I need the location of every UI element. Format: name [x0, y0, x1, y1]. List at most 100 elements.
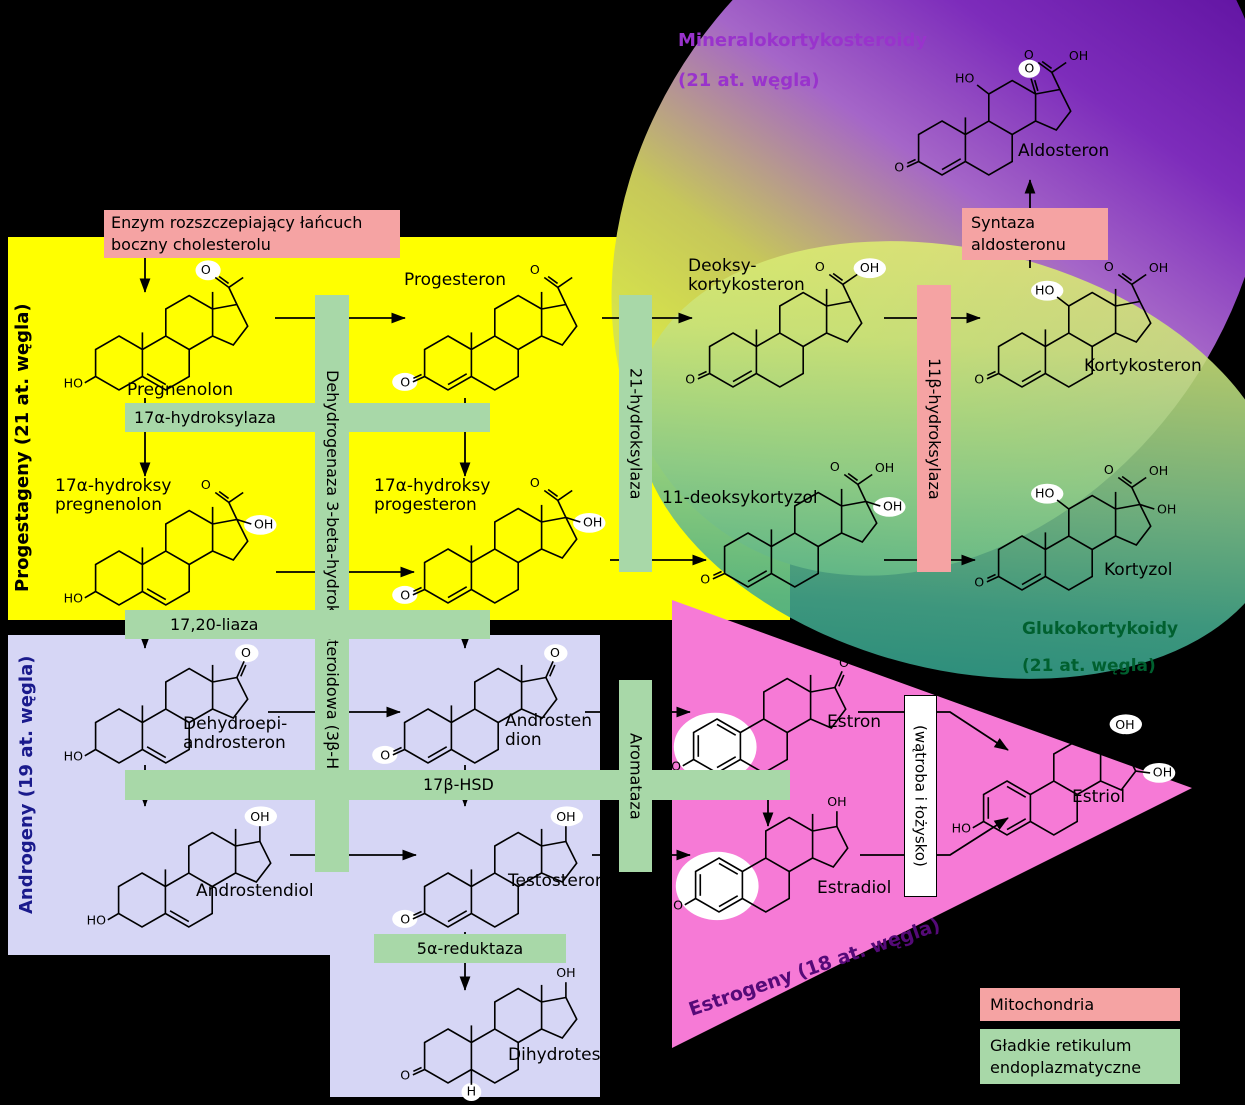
enzyme-label: 17β-HSD — [423, 775, 494, 794]
molecule-label-deoksykortykosteron: Deoksy- kortykosteron — [688, 257, 805, 295]
enzyme-17a-hydroxylase: 17α-hydroksylaza — [125, 403, 490, 432]
enzyme-aromatase: Aromataza — [619, 680, 652, 872]
molecule-label-kortyzol: Kortyzol — [1104, 560, 1173, 580]
molecule-label-aldosteron: Aldosteron — [1018, 141, 1110, 161]
svg-text:O: O — [974, 371, 984, 386]
structure-progesteron: OO — [392, 262, 578, 391]
svg-text:O: O — [400, 374, 410, 389]
svg-text:O: O — [1104, 462, 1114, 477]
svg-text:HO: HO — [955, 70, 974, 85]
svg-text:OH: OH — [556, 809, 575, 824]
region-label-mineralocorticoids-carbons: (21 at. węgla) — [678, 70, 820, 91]
svg-text:O: O — [530, 262, 540, 277]
svg-text:O: O — [400, 587, 410, 602]
molecule-label-pregnenolon: Pregnenolon — [127, 380, 234, 400]
svg-text:O: O — [700, 571, 710, 586]
structure-androstendion: OO — [372, 644, 568, 764]
label-line: Androsten — [505, 711, 592, 731]
svg-text:O: O — [400, 1067, 410, 1082]
enzyme-label: 21-hydroksylaza — [626, 367, 646, 500]
svg-text:O: O — [400, 911, 410, 926]
molecule-label-dhea: Dehydroepi- androsteron — [183, 715, 287, 753]
enzyme-aldosterone-synthase: Syntaza aldosteronu — [962, 208, 1108, 260]
svg-text:OH: OH — [875, 460, 894, 475]
label-line: Dehydroepi- — [183, 714, 288, 734]
molecule-label-estron: Estron — [827, 712, 882, 732]
enzyme-label: 11β-hydroksylaza — [925, 357, 944, 500]
svg-text:O: O — [830, 459, 840, 474]
svg-text:O: O — [1104, 259, 1114, 274]
enzyme-label: Aromataza — [626, 732, 646, 820]
organ-liver-placenta-box: (wątroba i łożysko) — [904, 695, 937, 897]
region-label-glucocorticoids: Glukokortykoidy — [1022, 619, 1179, 639]
molecule-label-testosteron: Testosteron — [508, 871, 606, 891]
svg-text:H: H — [467, 1084, 476, 1099]
svg-text:O: O — [685, 371, 695, 386]
structure-estriol: HO OH OH — [952, 714, 1176, 836]
svg-text:O: O — [815, 259, 825, 274]
enzyme-17-20-lyase: 17,20-liaza — [125, 610, 490, 639]
svg-text:HO: HO — [952, 820, 971, 835]
enzyme-cholesterol-side-chain-cleavage: Enzym rozszczepiający łańcuch boczny cho… — [104, 210, 400, 258]
region-label-androgens: Androgeny (19 at. węgla) — [16, 655, 37, 914]
svg-text:OH: OH — [827, 794, 846, 809]
label-line: 17α-hydroksy — [374, 476, 491, 496]
molecule-label-estradiol: Estradiol — [817, 878, 892, 898]
svg-text:OH: OH — [860, 260, 879, 275]
label-line: dion — [505, 730, 542, 750]
enzyme-label: 5α-reduktaza — [416, 938, 524, 958]
svg-text:O: O — [1024, 60, 1034, 75]
svg-text:O: O — [241, 645, 251, 660]
enzyme-label-line: Enzym rozszczepiający łańcuch — [111, 213, 363, 232]
svg-text:HO: HO — [87, 912, 106, 927]
label-line: progesteron — [374, 495, 477, 515]
svg-text:OH: OH — [883, 499, 902, 514]
structure-11-deoksykortyzol: O O OH OH — [700, 459, 906, 588]
molecule-label-dihydrotestosteron: Dihydrotestosteron — [508, 1045, 672, 1065]
label-line: Deoksy- — [688, 256, 757, 276]
organ-label: (wątroba i łożysko) — [911, 725, 930, 867]
enzyme-label: 17,20-liaza — [170, 614, 259, 634]
molecule-label-progesteron: Progesteron — [404, 270, 506, 290]
legend-label-line: endoplazmatyczne — [990, 1057, 1142, 1077]
label-line: kortykosteron — [688, 275, 805, 295]
enzyme-label-line: boczny cholesterolu — [111, 235, 271, 254]
svg-text:OH: OH — [556, 965, 575, 980]
enzyme-label: 17α-hydroksylaza — [134, 407, 276, 427]
svg-text:OH: OH — [1115, 717, 1134, 732]
svg-text:HO: HO — [64, 748, 83, 763]
svg-text:O: O — [894, 159, 904, 174]
label-line: androsteron — [183, 733, 286, 753]
region-label-mineralocorticoids: Mineralokortykosteroidy — [678, 30, 928, 51]
enzyme-label-line: Syntaza — [971, 213, 1036, 232]
molecule-label-17oh-progesteron: 17α-hydroksy progesteron — [374, 477, 490, 515]
svg-text:HO: HO — [662, 758, 681, 773]
svg-text:HO: HO — [64, 375, 83, 390]
svg-text:HO: HO — [64, 590, 83, 605]
structure-estron: HOO — [662, 655, 849, 782]
svg-text:OH: OH — [1157, 502, 1176, 517]
molecule-label-11-deoksykortyzol: 11-deoksykortyzol — [662, 488, 818, 508]
structure-dhea: HO O — [64, 644, 259, 764]
svg-text:O: O — [1024, 47, 1034, 62]
molecule-label-estriol: Estriol — [1072, 787, 1126, 807]
svg-text:OH: OH — [583, 515, 602, 530]
svg-text:OH: OH — [1149, 260, 1168, 275]
enzyme-label: Dehydrogenaza 3-beta-hydroksysteroidowa … — [323, 369, 342, 798]
enzyme-11b-hydroxylase: 11β-hydroksylaza — [917, 285, 951, 572]
legend-smooth-er: Gładkie retikulum endoplazmatyczne — [980, 1029, 1180, 1084]
svg-text:OH: OH — [1153, 765, 1172, 780]
svg-text:OH: OH — [1149, 463, 1168, 478]
svg-text:O: O — [530, 475, 540, 490]
enzyme-5a-reductase: 5α-reduktaza — [374, 934, 566, 963]
legend-label-line: Gładkie retikulum — [990, 1035, 1132, 1055]
molecule-label-kortykosteron: Kortykosteron — [1084, 356, 1202, 376]
enzyme-21-hydroxylase: 21-hydroksylaza — [619, 295, 652, 572]
svg-text:HO: HO — [664, 897, 683, 912]
legend-mitochondria: Mitochondria — [980, 988, 1180, 1021]
